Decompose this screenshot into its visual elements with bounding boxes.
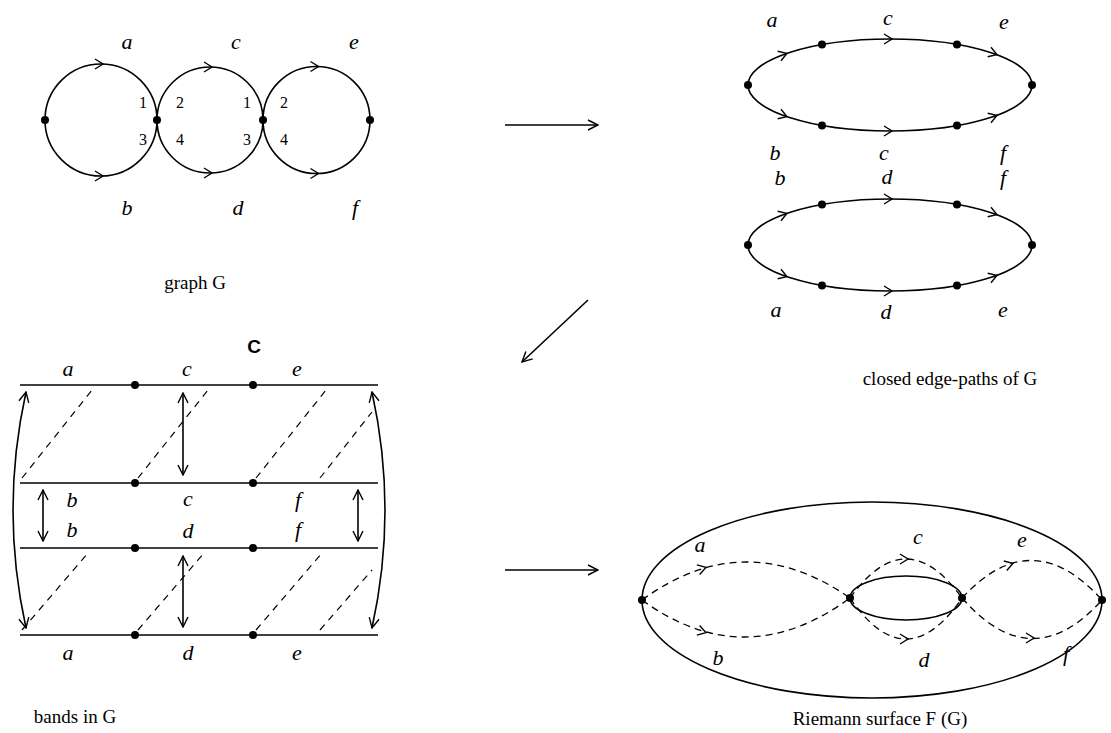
edge-label: c — [883, 7, 893, 29]
edge-label: d — [882, 166, 893, 188]
edge-label: e — [999, 11, 1009, 33]
edge-label: f — [295, 489, 301, 511]
edge-label: b — [770, 142, 781, 164]
edge-label: c — [182, 358, 192, 380]
edge-label: c — [231, 31, 241, 53]
edge-label: d — [183, 642, 194, 664]
corner-number: 3 — [243, 132, 251, 148]
edge-label: d — [233, 197, 244, 219]
corner-number: 4 — [176, 132, 184, 148]
edge-label: b — [67, 519, 78, 541]
edge-label: e — [292, 358, 302, 380]
edge-label: b — [67, 489, 78, 511]
corner-number: 2 — [280, 95, 288, 111]
edge-label: b — [775, 167, 786, 189]
figure-caption: Riemann surface F (G) — [793, 709, 968, 728]
edge-label: a — [63, 358, 74, 380]
edge-label: e — [349, 31, 359, 53]
edge-label: d — [919, 649, 930, 671]
corner-number: 2 — [176, 95, 184, 111]
edge-label: f — [295, 519, 301, 541]
edge-label: c — [183, 488, 193, 510]
edge-label: b — [122, 197, 133, 219]
edge-label: d — [881, 301, 892, 323]
edge-label: e — [1017, 529, 1027, 551]
edge-label: a — [695, 534, 706, 556]
corner-number: 1 — [139, 95, 147, 111]
edge-label: e — [292, 642, 302, 664]
edge-label: f — [352, 197, 358, 219]
edge-label: c — [879, 142, 889, 164]
corner-number: 4 — [280, 132, 288, 148]
corner-number: 1 — [243, 95, 251, 111]
edge-label: f — [1063, 643, 1069, 665]
figure-caption: closed edge-paths of G — [863, 369, 1038, 388]
edge-label: b — [713, 647, 724, 669]
band-label: C — [247, 337, 261, 356]
edge-label: a — [767, 9, 778, 31]
edge-label: e — [998, 299, 1008, 321]
edge-label: a — [63, 642, 74, 664]
figure-caption: bands in G — [34, 707, 116, 726]
edge-label: f — [1000, 167, 1006, 189]
edge-label: f — [1000, 142, 1006, 164]
edge-label: a — [771, 299, 782, 321]
figure-caption: graph G — [164, 273, 226, 292]
corner-number: 3 — [139, 132, 147, 148]
edge-label: d — [183, 520, 194, 542]
edge-label: a — [122, 31, 133, 53]
edge-label: c — [913, 526, 923, 548]
